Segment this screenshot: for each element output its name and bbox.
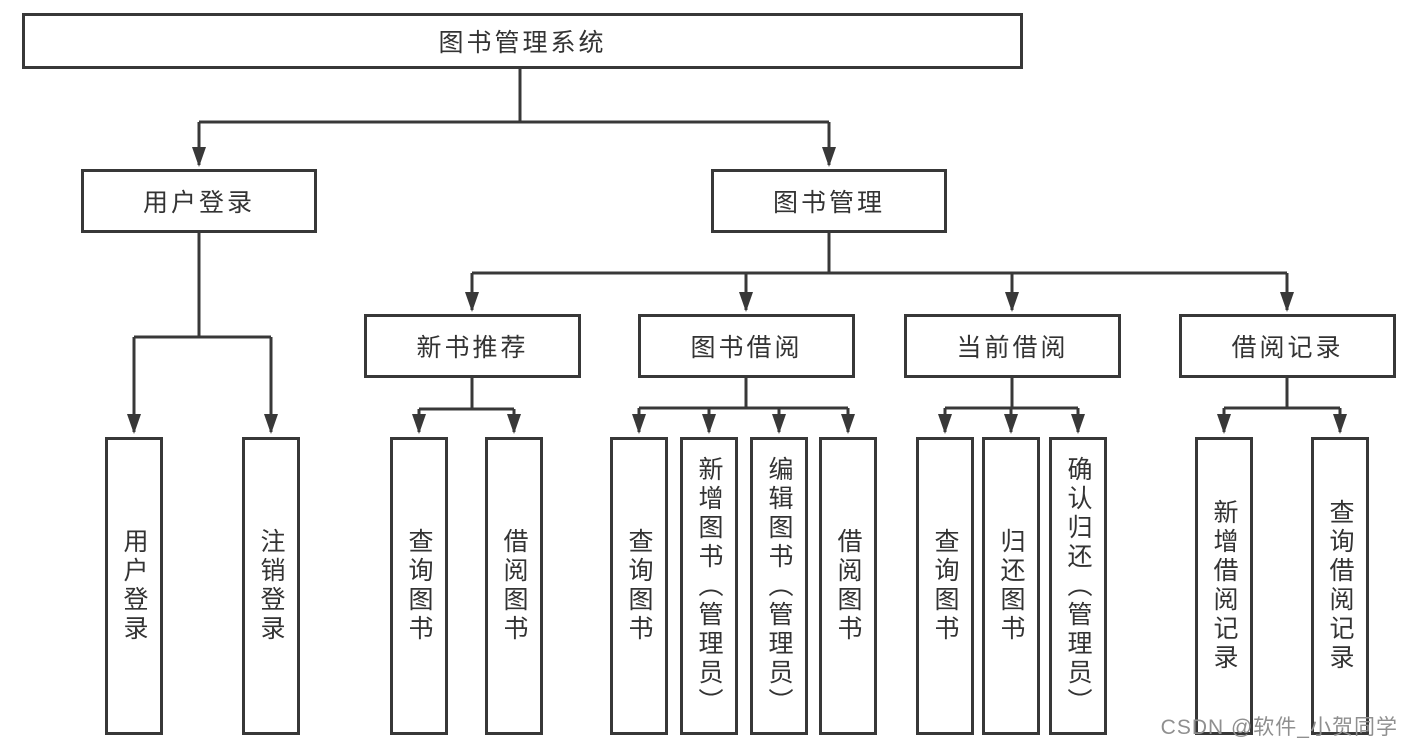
leaf-logout: 注销登录 xyxy=(242,437,300,735)
node-root-system: 图书管理系统 xyxy=(22,13,1023,69)
leaf-current-confirm-return-admin: 确认归还（管理员） xyxy=(1049,437,1107,735)
node-current-borrow: 当前借阅 xyxy=(904,314,1121,378)
leaf-borrow-add-book-admin: 新增图书（管理员） xyxy=(680,437,738,735)
connector-book-borrow-split xyxy=(637,376,850,432)
connector-new-book-split xyxy=(417,376,516,432)
leaf-user-login: 用户登录 xyxy=(105,437,163,735)
leaf-newbook-query-book: 查询图书 xyxy=(390,437,448,735)
leaf-current-query-book: 查询图书 xyxy=(916,437,974,735)
connector-book-mgmt-split xyxy=(470,231,1289,310)
node-new-book-recommend: 新书推荐 xyxy=(364,314,581,378)
leaf-borrow-edit-book-admin: 编辑图书（管理员） xyxy=(750,437,808,735)
leaf-newbook-borrow-book: 借阅图书 xyxy=(485,437,543,735)
node-borrow-records: 借阅记录 xyxy=(1179,314,1396,378)
csdn-watermark: CSDN @软件_小贺同学 xyxy=(1160,716,1398,739)
node-book-borrow: 图书借阅 xyxy=(638,314,855,378)
connector-root-split xyxy=(197,67,831,165)
arrowheads xyxy=(127,147,1347,434)
connector-user-login-split xyxy=(132,231,273,432)
leaf-borrow-borrow-book: 借阅图书 xyxy=(819,437,877,735)
node-user-login: 用户登录 xyxy=(81,169,317,233)
leaf-records-query-record: 查询借阅记录 xyxy=(1311,437,1369,735)
leaf-records-add-record: 新增借阅记录 xyxy=(1195,437,1253,735)
leaf-current-return-book: 归还图书 xyxy=(982,437,1040,735)
leaf-borrow-query-book: 查询图书 xyxy=(610,437,668,735)
node-book-management: 图书管理 xyxy=(711,169,947,233)
connector-borrow-record-split xyxy=(1222,376,1342,432)
